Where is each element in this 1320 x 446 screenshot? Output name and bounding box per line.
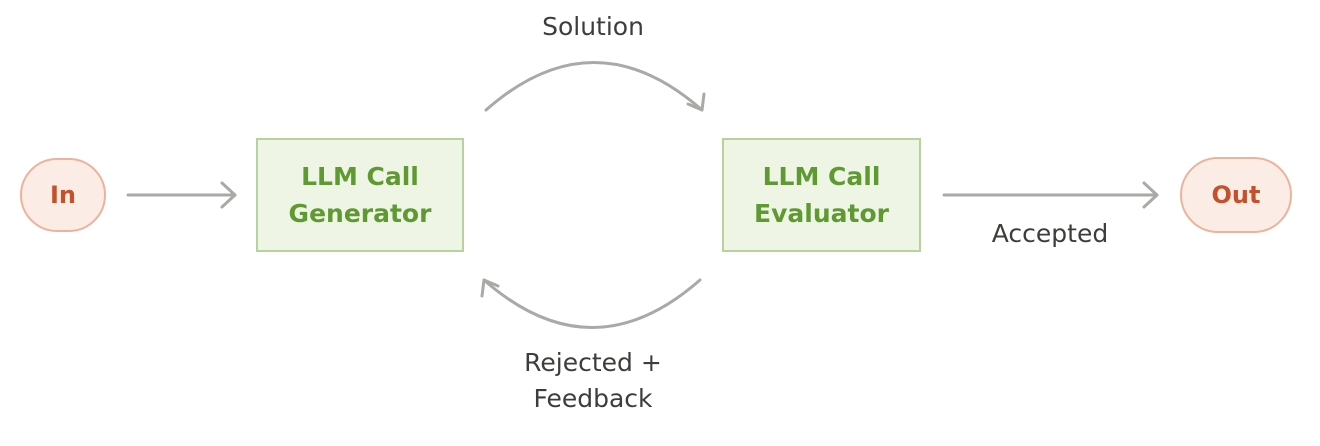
node-out: Out — [1180, 157, 1292, 233]
edge-label-feedback: Rejected + Feedback — [493, 345, 693, 417]
node-generator-line1: LLM Call — [301, 162, 419, 191]
node-generator: LLM Call Generator — [256, 138, 464, 252]
edge-label-feedback-line2: Feedback — [533, 384, 653, 413]
node-generator-line2: Generator — [288, 199, 432, 228]
edge-label-solution-text: Solution — [542, 12, 644, 41]
edge-label-accepted: Accepted — [970, 216, 1130, 252]
node-evaluator: LLM Call Evaluator — [722, 138, 921, 252]
edge-label-solution: Solution — [513, 9, 673, 45]
edge-label-feedback-line1: Rejected + — [524, 348, 662, 377]
arrow-in-to-generator — [126, 181, 237, 209]
node-in-label: In — [49, 181, 76, 209]
arrow-feedback — [480, 278, 702, 329]
node-evaluator-line1: LLM Call — [762, 162, 881, 191]
node-evaluator-line2: Evaluator — [754, 199, 889, 228]
node-in: In — [20, 158, 106, 232]
arrow-solution — [484, 61, 706, 112]
arrow-accepted — [942, 181, 1159, 209]
node-out-label: Out — [1211, 181, 1261, 209]
edge-label-accepted-text: Accepted — [991, 219, 1109, 248]
